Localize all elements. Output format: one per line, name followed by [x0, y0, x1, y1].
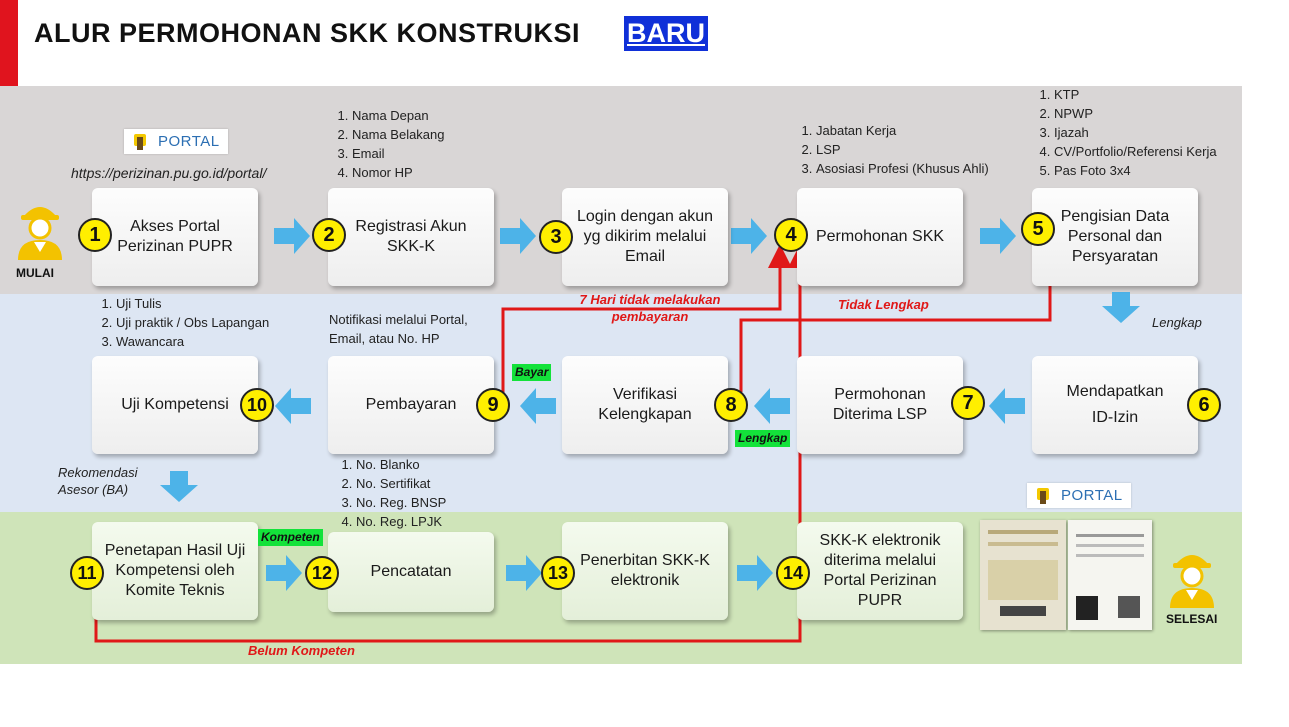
label-7-hari: 7 Hari tidak melakukan pembayaran — [579, 292, 721, 324]
step-12-box: Pencatatan — [328, 532, 494, 612]
step-12-number: 12 — [305, 556, 339, 590]
label-rekomendasi: Rekomendasi Asesor (BA) — [58, 465, 138, 497]
step-7-box: Permohonan Diterima LSP — [797, 356, 963, 454]
step-5-box: Pengisian Data Personal dan Persyaratan — [1032, 188, 1198, 286]
label-kompeten: Kompeten — [258, 529, 323, 546]
end-label: SELESAI — [1166, 612, 1218, 626]
step-6-box: Mendapatkan ID-Izin — [1032, 356, 1198, 454]
step-2-box: Registrasi Akun SKK-K — [328, 188, 494, 286]
note-notifikasi: Notifikasi melalui Portal, Email, atau N… — [329, 312, 468, 346]
step-14-number: 14 — [776, 556, 810, 590]
title-accent-bar — [0, 0, 18, 92]
title-badge: BARU — [624, 16, 708, 51]
arrow-down-2 — [160, 471, 198, 502]
label-lengkap-top: Lengkap — [1152, 315, 1202, 330]
portal-label: PORTAL — [1061, 487, 1123, 504]
portal-logo-top: PORTAL — [124, 129, 228, 154]
step-11-box: Penetapan Hasil Uji Kompetensi oleh Komi… — [92, 522, 258, 620]
step-3-box: Login dengan akun yg dikirim melalui Ema… — [562, 188, 728, 286]
step-8-number: 8 — [714, 388, 748, 422]
worker-start-icon — [18, 207, 62, 260]
certificate-image-back — [1068, 520, 1152, 630]
step-4-box: Permohonan SKK — [797, 188, 963, 286]
label-bayar: Bayar — [512, 364, 552, 381]
portal-url[interactable]: https://perizinan.pu.go.id/portal/ — [71, 165, 267, 181]
step-10-box: Uji Kompetensi — [92, 356, 258, 454]
step-8-box: Verifikasi Kelengkapan — [562, 356, 728, 454]
step-1-box: Akses Portal Perizinan PUPR — [92, 188, 258, 286]
step-7-number: 7 — [951, 386, 985, 420]
step-11-number: 11 — [70, 556, 104, 590]
arrows-row1 — [274, 218, 1016, 254]
note-pencatatan: No. Blanko No. Sertifikat No. Reg. BNSP … — [334, 455, 446, 531]
arrow-down-1 — [1102, 292, 1140, 323]
note-permohonan: Jabatan Kerja LSP Asosiasi Profesi (Khus… — [794, 121, 989, 178]
start-label: MULAI — [16, 266, 54, 280]
pupr-logo-icon — [1035, 487, 1051, 504]
step-9-number: 9 — [476, 388, 510, 422]
step-10-number: 10 — [240, 388, 274, 422]
step-6-number: 6 — [1187, 388, 1221, 422]
step-4-number: 4 — [774, 218, 808, 252]
arrows-row3 — [266, 555, 773, 591]
step-9-box: Pembayaran — [328, 356, 494, 454]
label-tidak-lengkap: Tidak Lengkap — [838, 297, 929, 312]
step-2-number: 2 — [312, 218, 346, 252]
step-13-box: Penerbitan SKK-K elektronik — [562, 522, 728, 620]
label-lengkap-green: Lengkap — [735, 430, 791, 447]
step-3-number: 3 — [539, 220, 573, 254]
note-persyaratan: KTP NPWP Ijazah CV/Portfolio/Referensi K… — [1032, 85, 1217, 180]
page-title: ALUR PERMOHONAN SKK KONSTRUKSI — [34, 18, 581, 48]
arrows-row2 — [275, 388, 1025, 424]
step-13-number: 13 — [541, 556, 575, 590]
step-1-number: 1 — [78, 218, 112, 252]
worker-end-icon — [1170, 555, 1214, 608]
note-uji: Uji Tulis Uji praktik / Obs Lapangan Waw… — [94, 294, 269, 351]
step-5-number: 5 — [1021, 212, 1055, 246]
portal-label: PORTAL — [158, 133, 220, 150]
certificate-image-front — [980, 520, 1066, 630]
note-registrasi: Nama Depan Nama Belakang Email Nomor HP — [330, 106, 445, 182]
label-belum-kompeten: Belum Kompeten — [248, 643, 355, 658]
portal-logo-bottom: PORTAL — [1027, 483, 1131, 508]
step-14-box: SKK-K elektronik diterima melalui Portal… — [797, 522, 963, 620]
pupr-logo-icon — [132, 133, 148, 150]
